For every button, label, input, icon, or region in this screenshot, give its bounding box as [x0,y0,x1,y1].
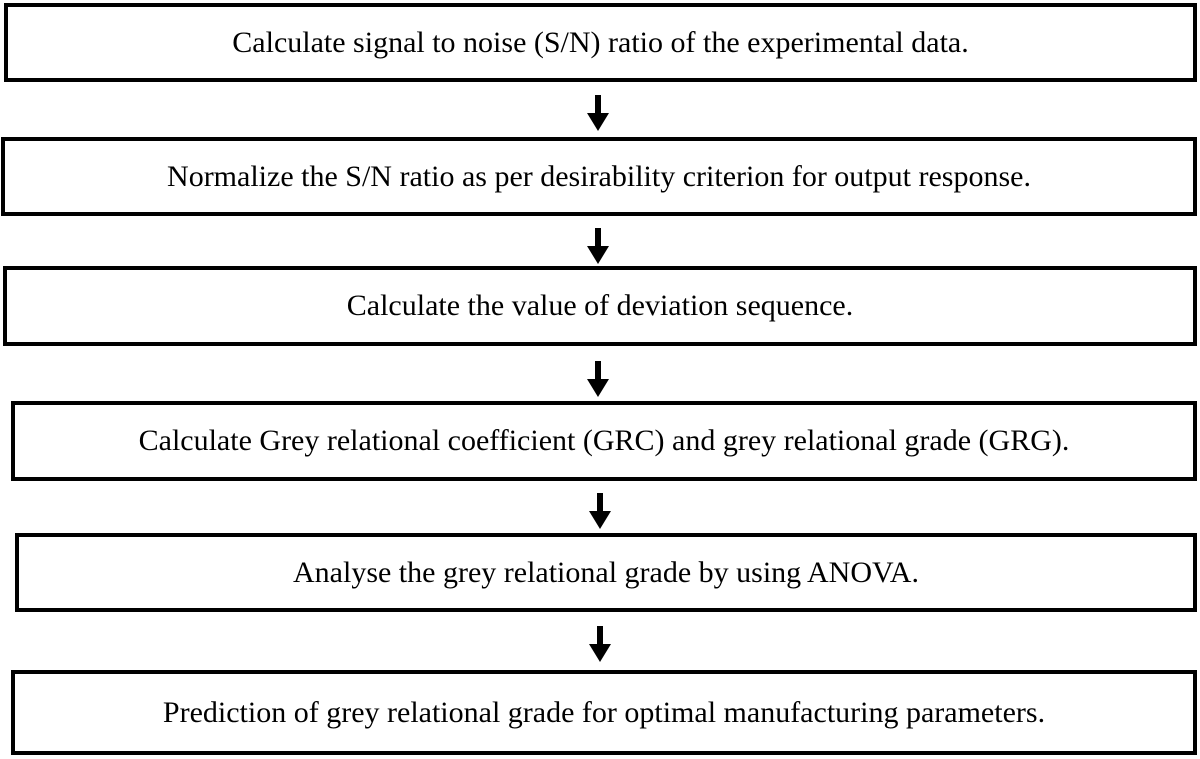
arrow-down-icon [587,361,609,397]
step-box-1: Calculate signal to noise (S/N) ratio of… [4,3,1197,82]
step-label-6: Prediction of grey relational grade for … [162,695,1046,729]
arrow-down-icon [589,626,611,662]
step-label-4: Calculate Grey relational coefficient (G… [138,424,1070,457]
step-label-1: Calculate signal to noise (S/N) ratio of… [232,25,969,59]
step-box-4: Calculate Grey relational coefficient (G… [11,401,1197,481]
step-label-3: Calculate the value of deviation sequenc… [346,289,854,322]
step-label-2: Normalize the S/N ratio as per desirabil… [167,159,1031,193]
step-box-3: Calculate the value of deviation sequenc… [3,266,1197,346]
step-box-2: Normalize the S/N ratio as per desirabil… [1,137,1197,216]
arrow-down-icon [589,493,611,529]
step-box-6: Prediction of grey relational grade for … [11,670,1197,755]
arrow-down-icon [587,95,609,131]
step-box-5: Analyse the grey relational grade by usi… [15,533,1197,612]
arrow-down-icon [587,228,609,264]
step-label-5: Analyse the grey relational grade by usi… [293,555,919,589]
